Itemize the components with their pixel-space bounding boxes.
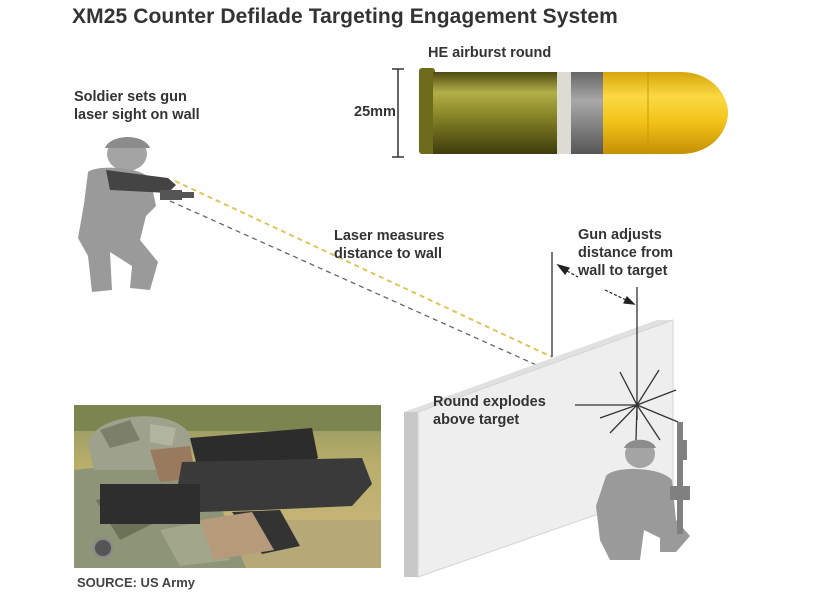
gun-adjust-line2: distance from xyxy=(578,245,674,261)
explode-annotation-line2: above target xyxy=(433,412,520,428)
explode-annotation-line1: Round explodes xyxy=(433,394,546,410)
explode-annotation: Round explodes above target xyxy=(433,393,546,429)
gun-adjust-annotation: Gun adjusts distance from wall to target xyxy=(578,226,673,280)
round-warhead xyxy=(603,72,728,154)
distance-arrow xyxy=(556,263,636,305)
caliber-label: 25mm xyxy=(354,104,396,120)
soldier-annotation-line1: Soldier sets gun xyxy=(74,89,187,105)
xm25-photo xyxy=(74,405,381,568)
gun-adjust-line1: Gun adjusts xyxy=(578,227,662,243)
laser-annotation: Laser measures distance to wall xyxy=(334,227,444,263)
laser-annotation-line1: Laser measures xyxy=(334,228,445,244)
soldier-annotation: Soldier sets gun laser sight on wall xyxy=(74,88,200,124)
explosion-burst xyxy=(575,369,679,441)
laser-beam-line xyxy=(174,180,553,358)
he-airburst-round xyxy=(419,68,728,154)
soldier-annotation-line2: laser sight on wall xyxy=(74,107,200,123)
target-silhouette xyxy=(596,422,690,560)
laser-annotation-line2: distance to wall xyxy=(334,246,442,262)
round-label: HE airburst round xyxy=(428,45,552,61)
wall xyxy=(404,319,674,578)
soldier-silhouette-aiming xyxy=(78,137,194,292)
page-title: XM25 Counter Defilade Targeting Engageme… xyxy=(72,5,618,28)
round-white-band xyxy=(557,72,571,154)
round-casing xyxy=(433,72,557,154)
round-rim xyxy=(419,68,435,154)
gun-adjust-line3: wall to target xyxy=(578,263,668,279)
caliber-dimension-marker xyxy=(392,68,404,158)
source-credit: SOURCE: US Army xyxy=(77,575,195,590)
round-grey-band xyxy=(571,72,603,154)
